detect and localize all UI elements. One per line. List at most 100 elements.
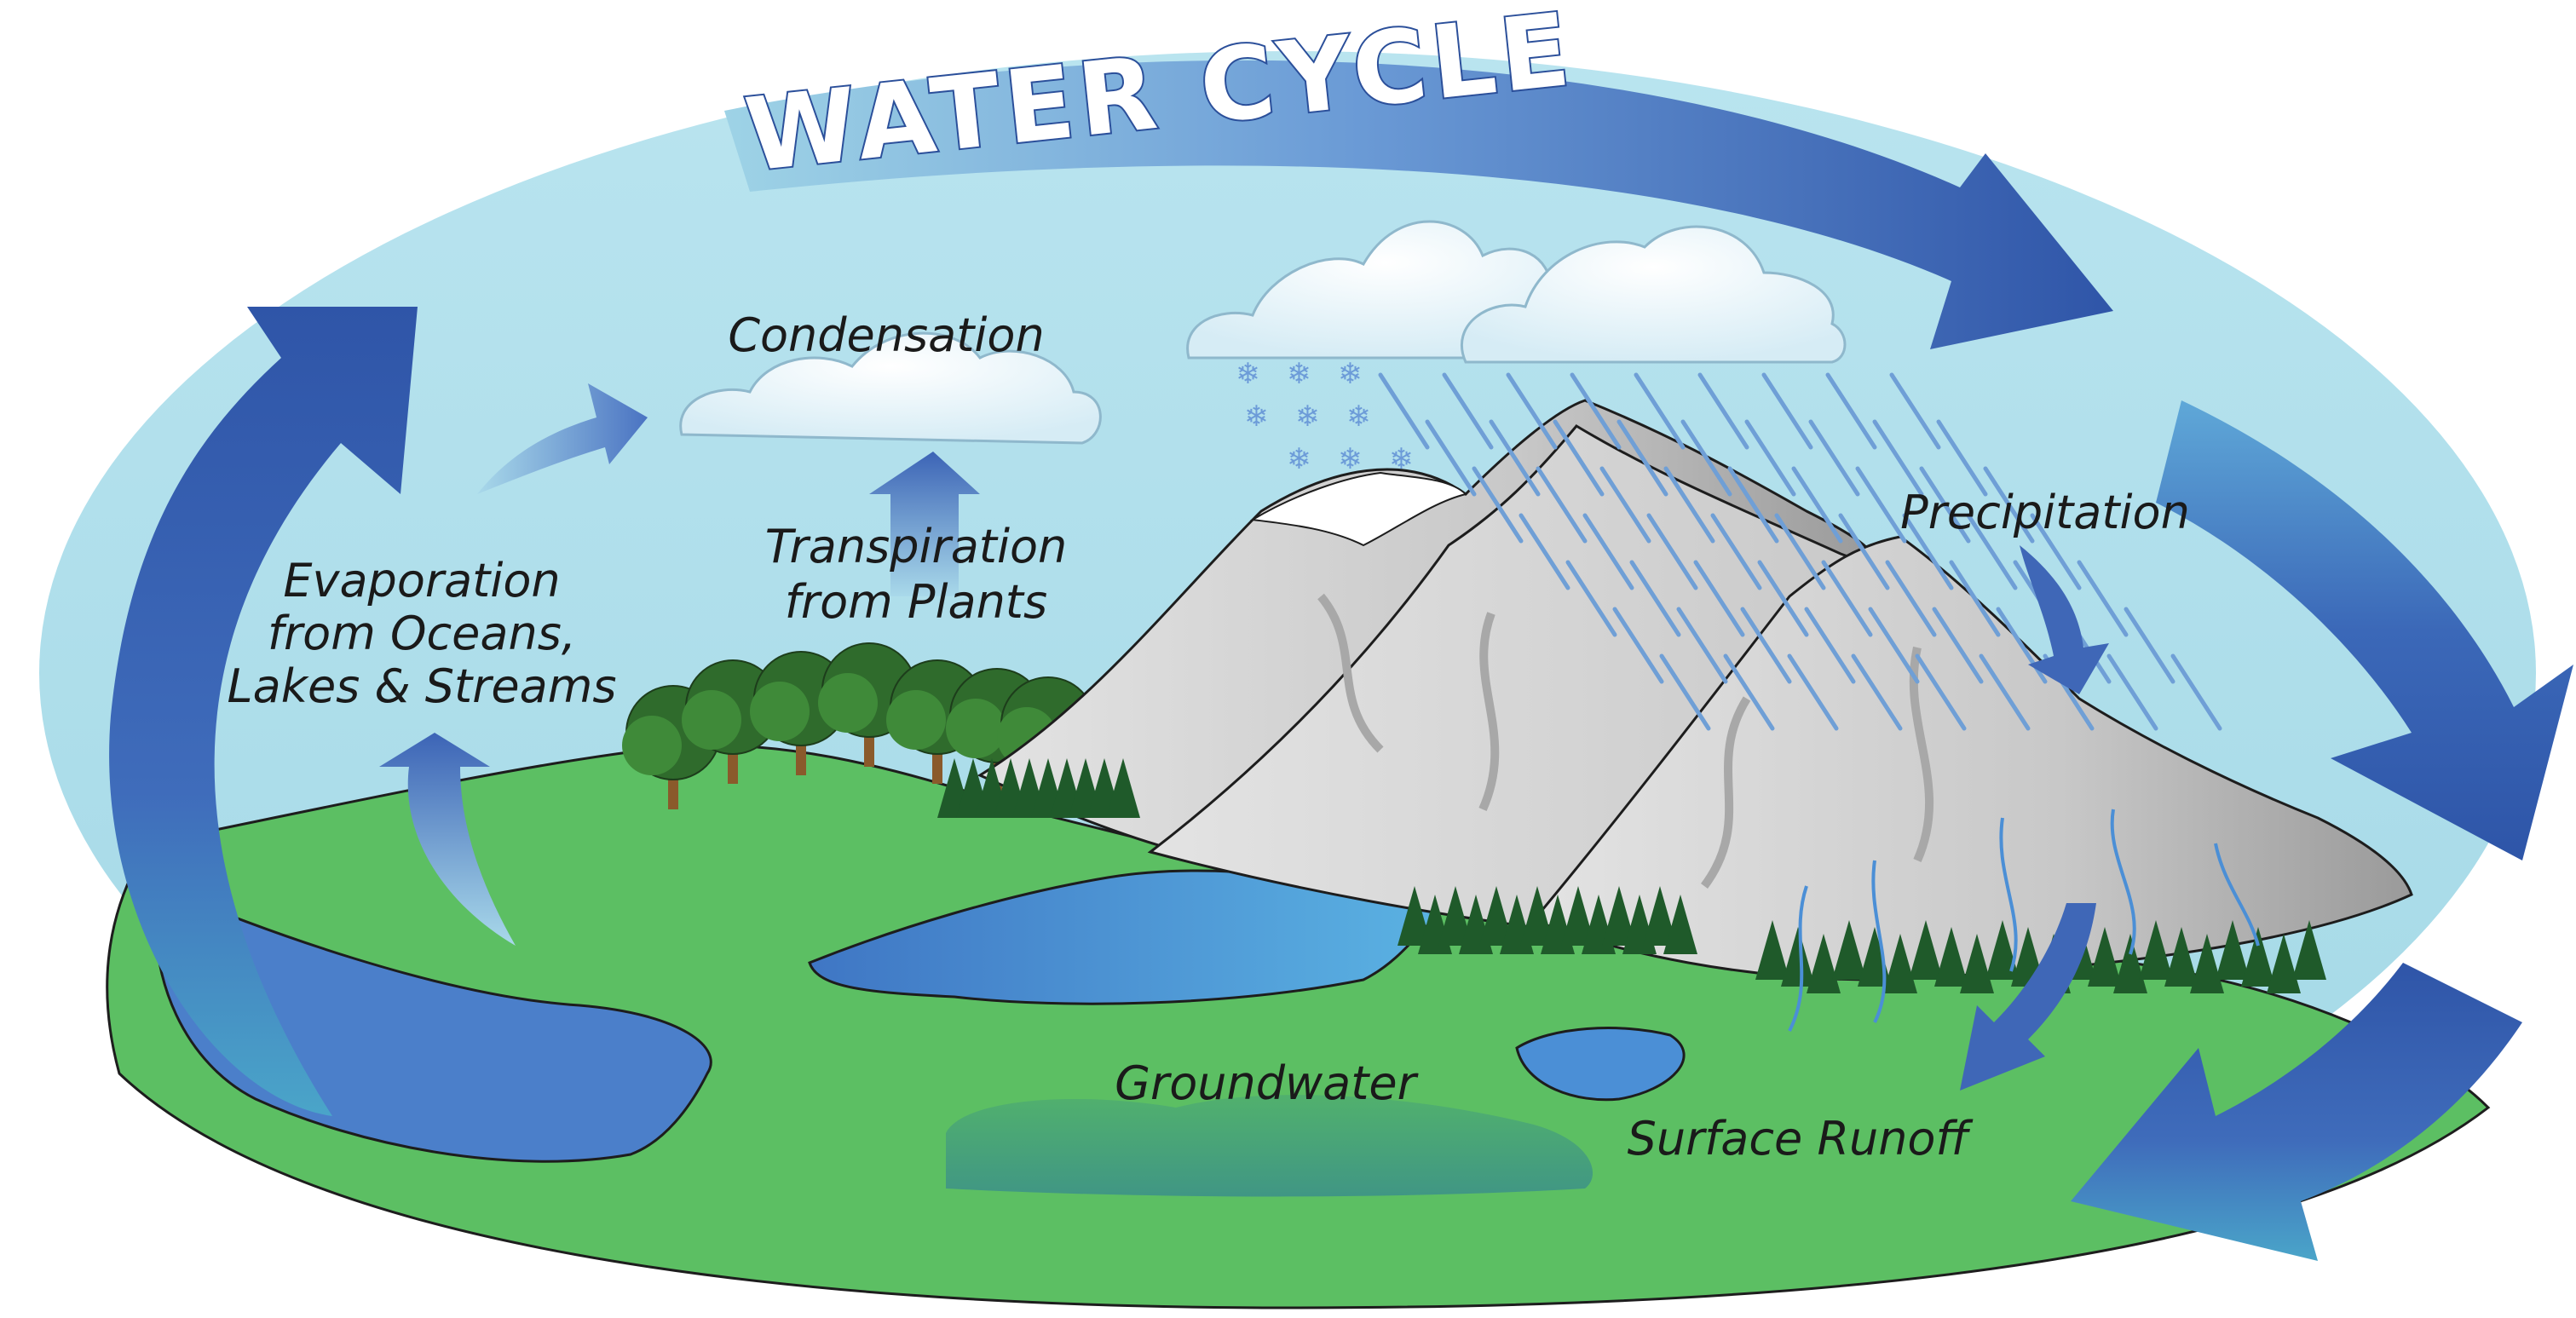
rain-streak — [1442, 372, 1494, 450]
conifer-tree — [1934, 927, 1968, 987]
rain-streak — [1710, 513, 1762, 590]
rain-streak — [2124, 607, 2175, 684]
rain-streak — [1851, 653, 1903, 731]
rain-streak — [1983, 466, 2035, 544]
rain-streak — [1979, 653, 2031, 731]
conifer-tree — [2164, 927, 2199, 987]
rain-streak — [1472, 466, 1524, 544]
rain-streak — [1676, 607, 1728, 684]
snowflake: ❄ — [1287, 357, 1311, 391]
conifer-tree — [1479, 886, 1513, 946]
tree-crown — [886, 690, 946, 750]
conifer-tree — [1909, 920, 1943, 980]
rain-streak — [1919, 466, 1971, 544]
conifer-tree — [1781, 927, 1815, 987]
label-groundwater: Groundwater — [1115, 1056, 1418, 1110]
precipitation-arrow — [2020, 545, 2109, 694]
snowflake: ❄ — [1236, 357, 1260, 391]
rain-streak — [1936, 419, 1988, 497]
rain-streak — [1949, 560, 2001, 637]
conifer-tree — [2216, 920, 2250, 980]
conifer-tree — [2292, 920, 2326, 980]
runoff-arrow — [1960, 903, 2096, 1091]
cloud-rain-right — [1460, 225, 1847, 364]
conifer-tree — [1832, 920, 1866, 980]
conifer-tree — [2113, 934, 2147, 993]
runoff-streams — [1788, 809, 2260, 1032]
rain-streak — [2030, 513, 2082, 590]
rain-streak — [1723, 653, 1775, 731]
rain-streak — [1599, 466, 1651, 544]
rain-streak — [1825, 372, 1877, 450]
rain-streak — [1744, 419, 1796, 497]
rain-streak — [1378, 372, 1430, 450]
trees-left — [622, 642, 1096, 809]
conifer-tree — [1520, 886, 1554, 946]
rain-streak — [1727, 466, 1779, 544]
rain-streak — [1616, 419, 1668, 497]
label-surface-runoff: Surface Runoff — [1628, 1112, 1974, 1165]
evaporation-arrow-right — [477, 383, 648, 494]
rain-streak — [1697, 372, 1749, 450]
rain-streak — [1932, 607, 1984, 684]
snowflake: ❄ — [1346, 400, 1371, 434]
rain-streak — [1808, 419, 1860, 497]
conifer-tree — [1397, 886, 1432, 946]
tree-crown — [682, 690, 741, 750]
rain-streak — [1787, 653, 1839, 731]
rain-streak — [1740, 607, 1792, 684]
label-transpiration-line2: from Plants — [785, 575, 1047, 629]
rain-streak — [1774, 513, 1826, 590]
rain-streak — [1868, 607, 1920, 684]
tree-crown — [818, 673, 878, 733]
conifer-tree — [2190, 934, 2224, 993]
cycle-arrow-left — [109, 307, 418, 1116]
transpiration-arrow — [869, 452, 980, 596]
rain-streak — [1425, 419, 1477, 497]
rain — [1378, 372, 2222, 731]
rain-streak — [1634, 372, 1686, 450]
conifer-tree — [1755, 920, 1789, 980]
rain-streak — [1889, 372, 1941, 450]
conifer-tree — [1807, 934, 1841, 993]
rain-streak — [1872, 419, 1924, 497]
rain-streak — [1855, 466, 1907, 544]
snowflake: ❄ — [1287, 442, 1311, 476]
conifer-tree — [1438, 886, 1472, 946]
tree-crown — [750, 682, 810, 741]
snowflake: ❄ — [1244, 400, 1269, 434]
rain-streak — [1680, 419, 1732, 497]
evaporation-arrow-up — [379, 733, 516, 946]
conifers — [937, 758, 2326, 993]
rain-streak — [1646, 513, 1698, 590]
tree-crown — [622, 716, 682, 775]
rain-streak — [1553, 419, 1605, 497]
rain-streak — [1663, 466, 1715, 544]
label-transpiration-line1: Transpiration — [765, 520, 1067, 573]
rain-streak — [1629, 560, 1681, 637]
rain-streak — [1761, 372, 1813, 450]
rain-streak — [1536, 466, 1588, 544]
snowflake: ❄ — [1338, 357, 1363, 391]
label-evaporation-line2: from Oceans, — [268, 607, 576, 660]
rain-streak — [1915, 653, 1967, 731]
rain-streak — [1838, 513, 1890, 590]
rain-streak — [1821, 560, 1873, 637]
label-evaporation-line1: Evaporation — [283, 554, 560, 607]
rain-streak — [1570, 372, 1622, 450]
conifer-tree — [2241, 927, 2275, 987]
rain-streak — [1966, 513, 2018, 590]
label-precipitation: Precipitation — [1900, 486, 2190, 539]
cycle-arrow-top — [724, 60, 2113, 349]
rain-streak — [1757, 560, 1809, 637]
snowflakes: ❄❄❄❄❄❄❄❄❄ — [1236, 357, 1414, 476]
conifer-tree — [1106, 758, 1140, 818]
rain-streak — [1519, 513, 1570, 590]
rain-streak — [1506, 372, 1558, 450]
snowflake: ❄ — [1338, 442, 1363, 476]
rain-streak — [1902, 513, 1954, 590]
rain-streak — [2106, 653, 2158, 731]
groundwater-area — [946, 1095, 1593, 1197]
conifer-tree — [2088, 927, 2122, 987]
